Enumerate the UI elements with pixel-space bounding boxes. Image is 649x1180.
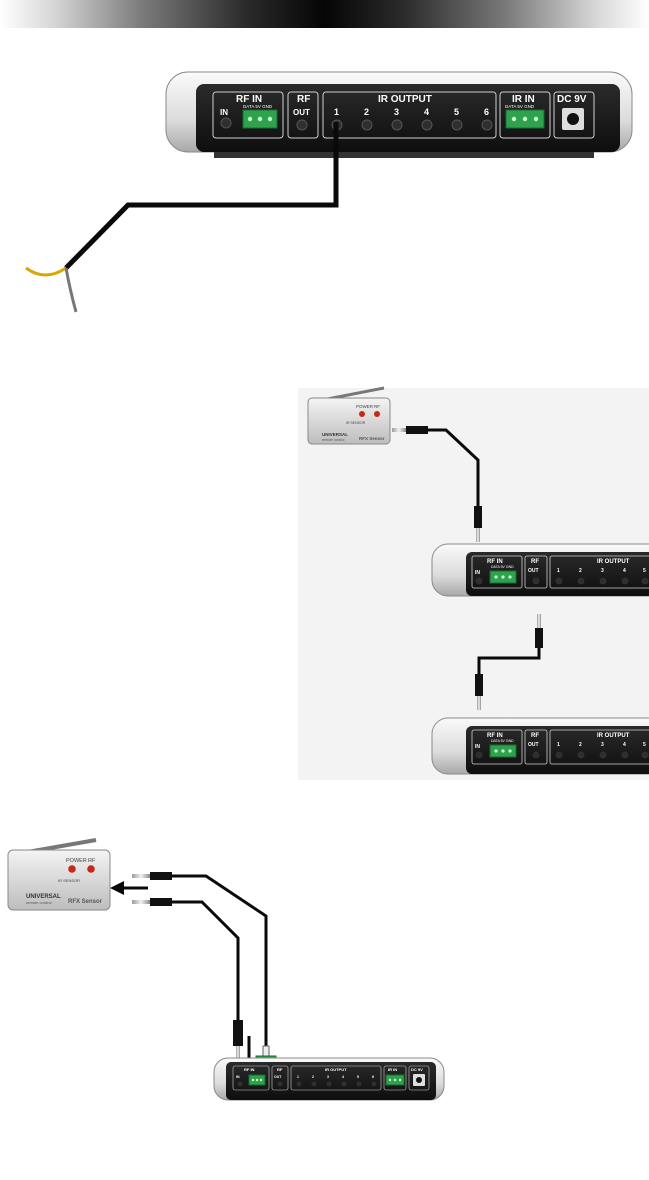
hub-device-1: RF IN IN DATA 5V GND RF OUT IR OUTPUT 1 … [165, 71, 633, 158]
svg-text:1: 1 [297, 1075, 299, 1079]
sensor-power-label: POWER [66, 858, 87, 864]
out-label: OUT [293, 108, 310, 117]
port-label-6: 6 [484, 107, 489, 117]
diagram-2-daisy-chain: POWER RF IR SENSOR UNIVERSAL remote cont… [298, 386, 649, 780]
rf-label: RF [531, 559, 539, 565]
out-label: OUT [274, 1075, 282, 1079]
brand-label: UNIVERSAL [322, 432, 348, 437]
svg-text:5: 5 [643, 568, 646, 574]
rf-label: RF [277, 1067, 283, 1072]
in-label: IN [220, 108, 228, 117]
port-label-2: 2 [364, 107, 369, 117]
diagram-1-ir-emitter: RF IN IN DATA 5V GND RF OUT IR OUTPUT 1 … [25, 71, 633, 313]
yellow-wire [25, 266, 67, 277]
rf-out-jack [296, 119, 308, 131]
svg-text:1: 1 [557, 568, 560, 574]
rf-in-jack [220, 117, 232, 129]
svg-text:3: 3 [327, 1075, 329, 1079]
svg-text:3: 3 [601, 568, 604, 574]
ir-output-label: IR OUTPUT [325, 1067, 347, 1072]
in-label: IN [236, 1075, 240, 1079]
ir-in-label: IR IN [388, 1067, 397, 1072]
svg-text:4: 4 [342, 1075, 344, 1079]
gray-wire [64, 267, 78, 313]
port-label-5: 5 [454, 107, 459, 117]
rf-in-label: RF IN [244, 1067, 255, 1072]
dc-label: DC 9V [411, 1067, 423, 1072]
data-cable [172, 874, 268, 1056]
svg-text:3: 3 [601, 742, 604, 748]
left-arrow-icon [110, 881, 148, 895]
hub-device-2b: RF IN IN DATA 5V GND RF OUT IR OUTPUT 1 … [431, 717, 649, 775]
rf-in-label: RF IN [236, 94, 262, 105]
rf-led [87, 865, 95, 873]
ir-in-label: IR IN [512, 94, 535, 105]
rf-in-pins-label: DATA 5V GND [491, 739, 514, 743]
sensor-rf-label: RF [374, 404, 380, 409]
power-led [68, 865, 76, 873]
out-label: OUT [528, 742, 539, 748]
ir-sensor-label: IR SENSOR [58, 878, 80, 883]
emitter-cable [64, 122, 339, 270]
port-label-1: 1 [334, 107, 339, 117]
power-led [359, 411, 365, 417]
sensor-rf-label: RF [88, 858, 96, 864]
svg-text:2: 2 [579, 568, 582, 574]
svg-text:6: 6 [372, 1075, 374, 1079]
rf-in-label: RF IN [487, 559, 503, 565]
ir-cable [172, 900, 240, 1020]
sensor-name-label: RFX Sensor [359, 436, 385, 441]
svg-text:2: 2 [312, 1075, 314, 1079]
ir-output-label: IR OUTPUT [597, 559, 630, 565]
svg-text:4: 4 [623, 742, 626, 748]
ir-output-label: IR OUTPUT [597, 733, 630, 739]
sensor-power-label: POWER [356, 404, 374, 409]
rf-led [374, 411, 380, 417]
ir-output-label: IR OUTPUT [378, 94, 432, 105]
brand-sub-label: remote control [26, 900, 52, 905]
sensor-cable-small [428, 428, 480, 508]
svg-text:1: 1 [557, 742, 560, 748]
port-label-3: 3 [394, 107, 399, 117]
rf-in-label: RF IN [487, 733, 503, 739]
svg-text:5: 5 [357, 1075, 359, 1079]
in-label: IN [475, 570, 480, 576]
hub-device-3: RF IN IN RF OUT IR OUTPUT 1 2 3 4 5 6 IR… [213, 1057, 445, 1101]
header-gradient-bar [0, 0, 649, 28]
rf-in-pins-label: DATA 5V GND [491, 565, 514, 569]
rfx-sensor-large: POWER RF IR SENSOR UNIVERSAL remote cont… [7, 838, 111, 911]
brand-sub-label: remote control [322, 438, 345, 442]
svg-text:2: 2 [579, 742, 582, 748]
sensor-name-label: RFX Sensor [68, 899, 103, 905]
port-label-4: 4 [424, 107, 429, 117]
svg-text:5: 5 [643, 742, 646, 748]
diagram-3-sensor-wiring: POWER RF IR SENSOR UNIVERSAL remote cont… [7, 838, 445, 1101]
svg-text:4: 4 [623, 568, 626, 574]
ir-sensor-label: IR SENSOR [346, 421, 366, 425]
brand-label: UNIVERSAL [26, 894, 61, 900]
rf-in-pins-label: DATA 5V GND [243, 104, 273, 109]
ir-in-pins-label: DATA 5V GND [505, 104, 535, 109]
hub-device-2a: RF IN IN DATA 5V GND RF OUT IR OUTPUT 1 … [431, 543, 649, 597]
rfx-sensor-small: POWER RF IR SENSOR UNIVERSAL remote cont… [307, 386, 391, 445]
out-label: OUT [528, 568, 539, 574]
in-label: IN [475, 744, 480, 750]
rf-label: RF [297, 94, 310, 105]
dc-label: DC 9V [557, 94, 587, 105]
link-cable [477, 648, 541, 674]
rf-label: RF [531, 733, 539, 739]
